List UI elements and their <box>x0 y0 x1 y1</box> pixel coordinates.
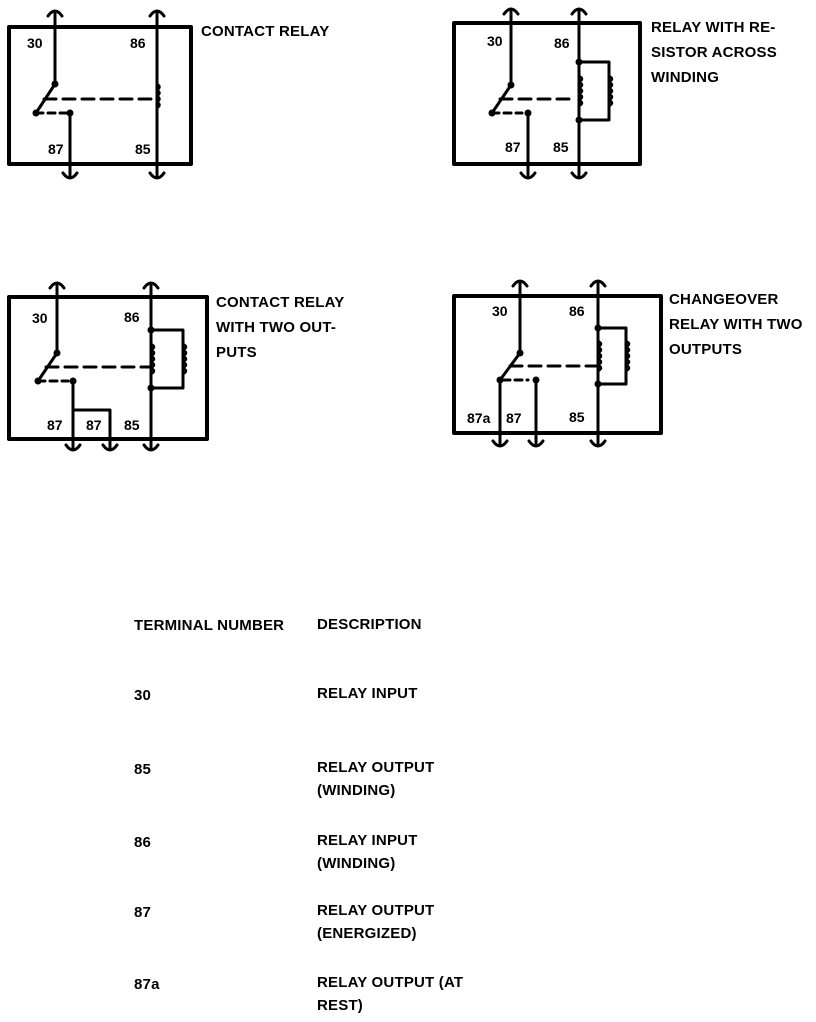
description-line: (WINDING) <box>317 782 396 799</box>
terminal-tab-30 <box>511 279 529 288</box>
caption-line: RELAY WITH RE- <box>651 19 776 36</box>
table-cell-terminal: 86 <box>134 834 152 851</box>
terminal-tab-86 <box>142 281 160 290</box>
coil-icon <box>577 74 584 108</box>
terminal-tab-30 <box>502 7 520 16</box>
coil-icon <box>149 342 156 376</box>
terminal-tab-85 <box>570 171 588 180</box>
relay-resistor: 30 86 87 85 <box>452 7 642 180</box>
terminal-label: 85 <box>569 409 585 425</box>
terminal-tab-87-second <box>101 443 119 452</box>
caption-line: RELAY WITH TWO <box>669 316 803 333</box>
terminal-tab-86 <box>589 279 607 288</box>
relay-housing <box>452 294 663 435</box>
table-cell-description: RELAY OUTPUT (WINDING) <box>317 756 434 802</box>
terminal-tab-85 <box>148 171 166 180</box>
table-header-terminal: TERMINAL NUMBER <box>134 617 285 634</box>
description-line: RELAY INPUT <box>317 685 418 702</box>
caption-line: OUTPUTS <box>669 341 743 358</box>
table-cell-terminal: 87 <box>134 904 152 921</box>
terminal-label: 86 <box>124 309 140 325</box>
terminal-label: 87 <box>505 139 521 155</box>
terminal-tab-87a <box>491 439 509 448</box>
relay-caption: RELAY WITH RE- SISTOR ACROSS WINDING <box>651 15 777 90</box>
terminal-tab-86 <box>148 9 166 18</box>
description-line: RELAY OUTPUT <box>317 759 435 776</box>
relay-diagrams: 30 86 87 85 30 86 87 85 <box>7 7 663 452</box>
relay-housing <box>7 295 209 441</box>
terminal-tab-30 <box>48 281 66 290</box>
terminal-label: 85 <box>553 139 569 155</box>
table-cell-description: RELAY OUTPUT (AT REST) <box>317 971 463 1017</box>
terminal-label: 30 <box>487 33 503 49</box>
terminal-tab-86 <box>570 7 588 16</box>
table-cell-description: RELAY INPUT (WINDING) <box>317 829 418 875</box>
terminal-table: TERMINAL NUMBER DESCRIPTION 30 RELAY INP… <box>134 0 534 1022</box>
resistor-loop <box>577 60 611 122</box>
resistor-loop <box>149 328 185 390</box>
terminal-label: 30 <box>27 35 43 51</box>
terminal-tab-87 <box>519 171 537 180</box>
caption-line: SISTOR ACROSS <box>651 44 777 61</box>
table-cell-description: RELAY OUTPUT (ENERGIZED) <box>317 899 434 945</box>
terminal-tab-85 <box>142 443 160 452</box>
terminal-tab-87 <box>64 443 82 452</box>
relay-caption: CHANGEOVER RELAY WITH TWO OUTPUTS <box>669 287 803 362</box>
table-cell-terminal: 87a <box>134 976 160 993</box>
relay-caption: CONTACT RELAY <box>201 19 329 44</box>
caption-line: WITH TWO OUT- <box>216 319 337 336</box>
caption-line: CHANGEOVER <box>669 291 779 308</box>
terminal-label: 87 <box>48 141 64 157</box>
description-line: RELAY INPUT <box>317 832 418 849</box>
description-line: REST) <box>317 997 363 1014</box>
relay-changeover: 30 86 87a 87 85 <box>452 279 663 448</box>
terminal-label: 87 <box>47 417 63 433</box>
terminal-label: 30 <box>32 310 48 326</box>
terminal-label: 87 <box>506 410 522 426</box>
terminal-label: 86 <box>569 303 585 319</box>
relay-contact: 30 86 87 85 <box>7 9 193 180</box>
table-header-description: DESCRIPTION <box>317 616 422 633</box>
resistor-loop <box>596 326 628 386</box>
resistor-icon <box>624 339 631 373</box>
terminal-label: 87a <box>467 410 491 426</box>
relay-two-outputs: 30 86 87 87 85 <box>7 281 209 452</box>
description-line: RELAY OUTPUT <box>317 902 435 919</box>
relay-caption: CONTACT RELAY WITH TWO OUT- PUTS <box>216 290 344 365</box>
terminal-tab-87 <box>61 171 79 180</box>
terminal-tab-87 <box>527 439 545 448</box>
terminal-label: 85 <box>124 417 140 433</box>
description-line: (WINDING) <box>317 855 396 872</box>
description-line: RELAY OUTPUT (AT <box>317 974 464 991</box>
terminal-label: 87 <box>86 417 102 433</box>
caption-line: WINDING <box>651 69 720 86</box>
relay-housing <box>452 21 642 166</box>
terminal-label: 85 <box>135 141 151 157</box>
table-cell-description: RELAY INPUT <box>317 682 418 705</box>
resistor-icon <box>607 74 614 108</box>
terminal-label: 86 <box>130 35 146 51</box>
table-cell-terminal: 30 <box>134 687 152 704</box>
coil-icon <box>596 339 603 373</box>
resistor-icon <box>181 342 188 376</box>
coil-icon <box>155 82 161 110</box>
caption-line: CONTACT RELAY <box>201 23 330 40</box>
terminal-wire-87-second <box>71 408 112 451</box>
table-cell-terminal: 85 <box>134 761 152 778</box>
terminal-label: 86 <box>554 35 570 51</box>
terminal-tab-30 <box>46 9 64 18</box>
terminal-label: 30 <box>492 303 508 319</box>
terminal-tab-85 <box>589 439 607 448</box>
caption-line: PUTS <box>216 344 257 361</box>
relay-housing <box>7 25 193 166</box>
description-line: (ENERGIZED) <box>317 925 417 942</box>
caption-line: CONTACT RELAY <box>216 294 345 311</box>
